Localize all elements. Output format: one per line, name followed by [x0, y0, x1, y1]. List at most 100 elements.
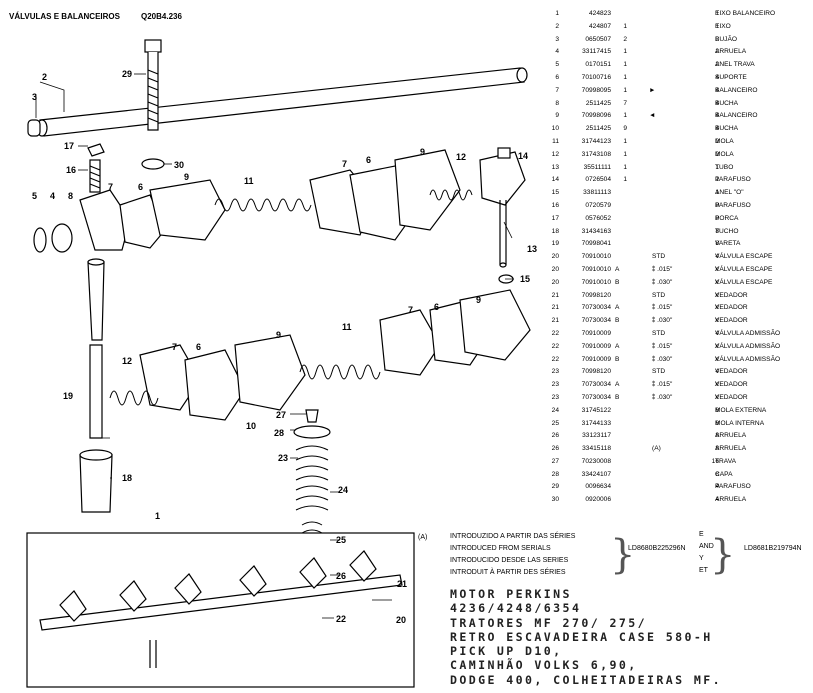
part-number-ref: 21 [551, 304, 559, 312]
part-description: MOLA [715, 150, 734, 158]
callout-9-lower-right: 9 [476, 295, 481, 305]
part-number-ref: 27 [551, 457, 559, 465]
part-code: 0720579 [585, 201, 611, 209]
part-number-ref: 25 [551, 419, 559, 427]
note-line-en: INTRODUCED FROM SERIALS [450, 545, 551, 552]
callout-7-upper-left: 7 [108, 182, 113, 192]
part-description: ARRUELA [715, 432, 747, 440]
part-sub-qty: 7 [623, 99, 627, 107]
lower-rocker-assembly [109, 289, 531, 421]
part-quantity: X [714, 381, 719, 389]
part-number-ref: 7 [555, 86, 559, 94]
exploded-view-illustration: 2 3 29 30 17 16 5 4 8 7 6 9 11 7 6 9 12 … [26, 39, 537, 688]
part-code: 70998096 [581, 112, 611, 120]
part-code: 0650507 [585, 35, 611, 43]
part-number-ref: 23 [551, 393, 559, 401]
callout-23: 23 [278, 453, 288, 463]
part-number-ref: 11 [552, 137, 559, 145]
brace-right: } [710, 532, 736, 578]
callout-14: 14 [518, 151, 528, 161]
part-code: 33123117 [582, 432, 611, 440]
callout-26: 26 [336, 571, 346, 581]
bolt-illustration [144, 39, 162, 131]
part-quantity: 1 [715, 163, 719, 171]
part-number-ref: 12 [551, 150, 559, 158]
part-quantity: 4 [715, 99, 719, 107]
part-quantity: 16 [711, 457, 719, 465]
upper-rocker-assembly [33, 149, 526, 253]
part-description: VARETA [715, 240, 741, 248]
part-quantity: 2 [715, 150, 719, 158]
part-description: VÁLVULA ADMISSÃO [715, 342, 781, 350]
direction-arrow-icon: ► [649, 86, 656, 94]
part-variant: A [615, 381, 620, 389]
tappet-illustration [79, 449, 113, 513]
part-quantity: 8 [715, 240, 719, 248]
part-code: 70910010 [581, 265, 611, 273]
callout-9-upper-left: 9 [184, 172, 189, 182]
callout-1: 1 [155, 511, 160, 521]
part-oversize: ⁑ .030" [652, 393, 673, 401]
part-code: 70730034 [581, 317, 611, 325]
callout-7-lower-left: 7 [172, 342, 177, 352]
part-oversize: ⁑ .015" [652, 265, 673, 273]
part-code: 70230008 [581, 457, 611, 465]
callout-10: 10 [246, 421, 256, 431]
part-description: BALANCEIRO [715, 86, 758, 94]
part-description: MOLA [715, 137, 734, 145]
part-code: 0096634 [585, 483, 611, 491]
note-line-es: INTRODUCIDO DESDE LAS SERIES [450, 557, 569, 564]
part-code: 0170151 [585, 61, 611, 69]
part-number-ref: 9 [555, 112, 559, 120]
part-oversize: (A) [652, 445, 661, 453]
callout-29: 29 [122, 69, 132, 79]
part-oversize: ⁑ .015" [652, 381, 673, 389]
part-number-ref: 17 [551, 214, 559, 222]
callout-4: 4 [50, 191, 55, 201]
callout-27: 27 [276, 410, 286, 420]
part-number-ref: 15 [551, 189, 559, 197]
part-quantity: 8 [715, 432, 719, 440]
part-number-ref: 24 [551, 406, 559, 414]
part-code: 33415118 [582, 445, 611, 453]
part-number-ref: 13 [551, 163, 559, 171]
part-description: EIXO [715, 22, 731, 30]
part-description: ARRUELA [715, 445, 747, 453]
part-number-ref: 2 [555, 22, 559, 30]
part-description: CAPA [715, 470, 733, 478]
callout-28: 28 [274, 428, 284, 438]
part-variant: B [615, 393, 620, 401]
part-quantity: 4 [715, 125, 719, 133]
part-number-ref: 26 [551, 432, 559, 440]
part-number-ref: 30 [551, 496, 559, 504]
callout-5: 5 [32, 191, 37, 201]
push-rod-illustration [87, 258, 105, 439]
part-sub-qty: 1 [623, 22, 627, 30]
section-title: VÁLVULAS E BALANCEIROS [9, 12, 120, 21]
part-code: 70100716 [581, 73, 611, 81]
part-sub-qty: 1 [623, 48, 627, 56]
part-description: ARRUELA [715, 496, 747, 504]
part-code: 70910010 [581, 253, 611, 261]
rocker-shaft-illustration [27, 67, 528, 137]
callout-8: 8 [68, 191, 73, 201]
conj-es: Y [699, 555, 704, 562]
part-quantity: 2 [715, 35, 719, 43]
part-code: 424807 [588, 22, 611, 30]
part-description: VEDADOR [715, 393, 748, 401]
